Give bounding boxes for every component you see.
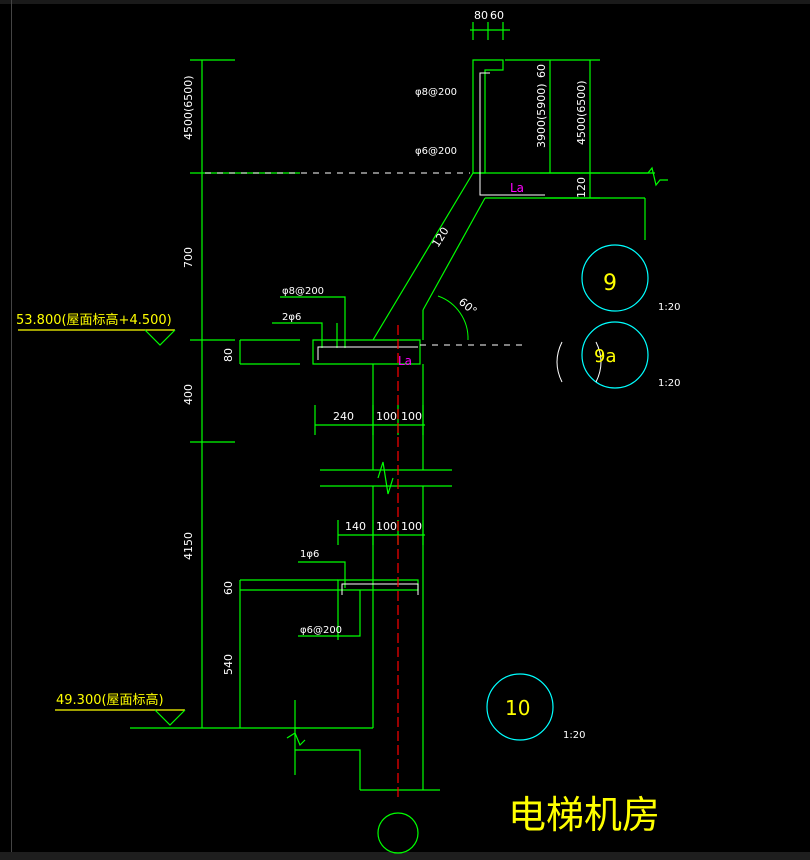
dim-4150: 4150 bbox=[182, 532, 195, 560]
upper-slab-rebar bbox=[317, 346, 418, 360]
detail-9a-scale: 1:20 bbox=[658, 378, 680, 389]
dim-4500-6500-left: 4500(6500) bbox=[182, 75, 195, 140]
detail-9-scale: 1:20 bbox=[658, 302, 680, 313]
dim-top-60: 60 bbox=[490, 9, 504, 22]
rebar-low-1phi6: 1φ6 bbox=[300, 549, 319, 560]
dim-right bbox=[505, 59, 600, 199]
column-break-zigzag bbox=[377, 461, 394, 495]
leader-low bbox=[298, 561, 361, 637]
dim-80-lines bbox=[239, 339, 300, 365]
rebar-low-phi6: φ6@200 bbox=[300, 625, 342, 636]
rebar-top-phi6: φ6@200 bbox=[415, 146, 457, 157]
leader-mid bbox=[272, 296, 346, 348]
dim-540: 540 bbox=[222, 654, 235, 675]
angle-arc bbox=[437, 295, 469, 341]
dim-3900-5900: 3900(5900) bbox=[535, 83, 548, 148]
dim-700: 700 bbox=[182, 247, 195, 268]
dim-100-a: 100 bbox=[376, 410, 397, 423]
dim-100-b: 100 bbox=[401, 410, 422, 423]
dim-80: 80 bbox=[222, 348, 235, 362]
rebar-top-phi8: φ8@200 bbox=[415, 87, 457, 98]
dim-240: 240 bbox=[333, 410, 354, 423]
lower-ledge-rebar bbox=[341, 583, 419, 595]
dim-120-right: 120 bbox=[575, 177, 588, 198]
dim-140: 140 bbox=[345, 520, 366, 533]
elevation-lower: 49.300(屋面标高) bbox=[56, 692, 164, 708]
la-lower: La bbox=[398, 354, 412, 368]
elevation-upper: 53.800(屋面标高+4.500) bbox=[16, 312, 172, 328]
dim-120-slope: 120 bbox=[430, 225, 452, 250]
upper-slab bbox=[312, 339, 421, 365]
dim-top-80: 80 bbox=[474, 9, 488, 22]
rebar-mid-phi8: φ8@200 bbox=[282, 286, 324, 297]
dim-100-c: 100 bbox=[376, 520, 397, 533]
dashed-lines bbox=[205, 172, 525, 346]
structure-lines bbox=[18, 22, 668, 791]
slab-break bbox=[630, 166, 668, 187]
dim-4500-6500-right: 4500(6500) bbox=[575, 80, 588, 145]
dim-h1 bbox=[314, 405, 425, 435]
drawing-title: 电梯机房 bbox=[508, 793, 660, 837]
dim-top bbox=[470, 22, 510, 40]
drawing-left-border bbox=[11, 0, 12, 860]
elev-upper-tri bbox=[144, 329, 176, 346]
window-bottom-bar bbox=[0, 852, 810, 860]
la-upper: La bbox=[510, 181, 524, 195]
detail-10-label: 10 bbox=[505, 696, 530, 720]
detail-circle-10 bbox=[486, 673, 554, 741]
dim-400: 400 bbox=[182, 384, 195, 405]
parapet-outline bbox=[472, 59, 504, 174]
parapet-rebar bbox=[479, 72, 545, 196]
axis-bubble bbox=[377, 812, 419, 854]
angle-label: 60° bbox=[456, 295, 479, 317]
detail-9a-label: 9a bbox=[594, 346, 616, 367]
roof-slab-bottom bbox=[295, 749, 361, 790]
detail-9-label: 9 bbox=[603, 271, 617, 296]
detail-10-scale: 1:20 bbox=[563, 730, 585, 741]
slope-upper-edge bbox=[372, 172, 474, 341]
dim-60-right: 60 bbox=[535, 64, 548, 78]
dim-540-lines bbox=[239, 579, 338, 728]
lower-ledge bbox=[337, 579, 419, 591]
dim-100-d: 100 bbox=[401, 520, 422, 533]
dim-60-left: 60 bbox=[222, 581, 235, 595]
rebar-mid-2phi6: 2φ6 bbox=[282, 312, 301, 323]
slope-lower-edge bbox=[422, 197, 486, 311]
bracket-9a bbox=[556, 341, 602, 383]
dim-left-ticks bbox=[130, 59, 300, 729]
dim-h2 bbox=[337, 520, 425, 545]
rebar-lines bbox=[317, 72, 545, 595]
roof-slab-break bbox=[286, 700, 306, 775]
detail-circle-9a bbox=[581, 321, 649, 389]
window-top-bar bbox=[0, 0, 810, 4]
detail-circle-9 bbox=[581, 244, 649, 312]
elev-lower-tri bbox=[154, 709, 186, 726]
